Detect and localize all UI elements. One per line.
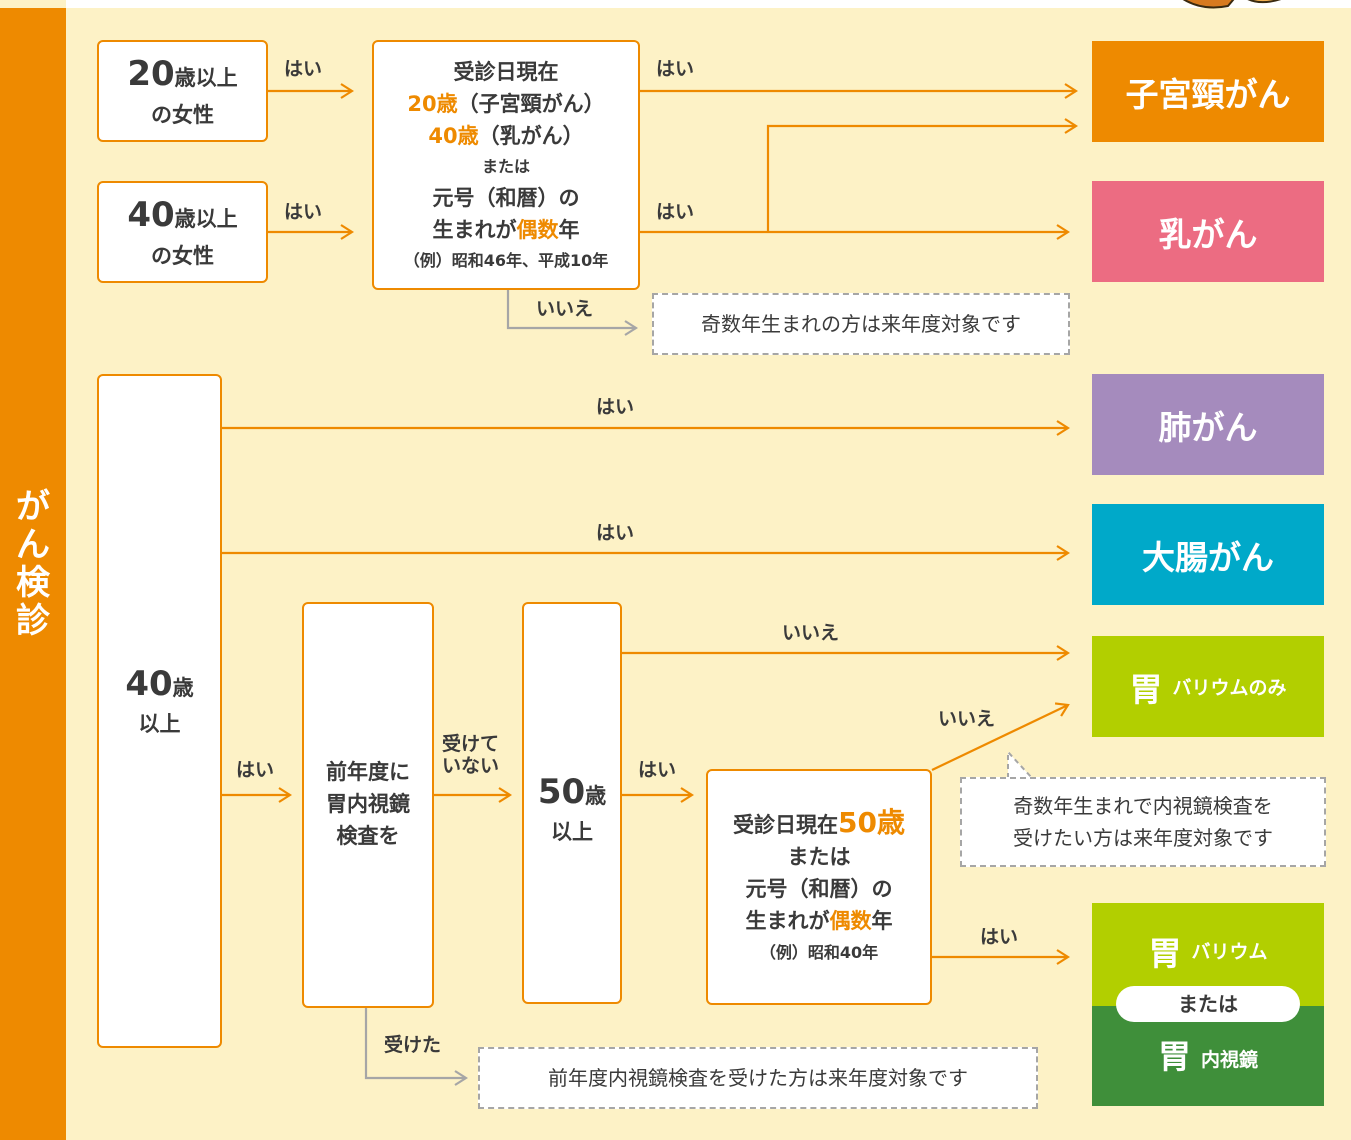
- prev-year-line2: 胃内視鏡: [326, 792, 410, 816]
- arrow-prev-year-received: [364, 1008, 466, 1078]
- result-cervical-label: 子宮頸がん: [1125, 74, 1291, 114]
- condition2-line1: 受診日現在: [733, 813, 839, 837]
- arrow-condition-no: [506, 290, 636, 328]
- label-yes-stomach: はい: [236, 759, 275, 781]
- label-no-condition2: いいえ: [938, 708, 996, 730]
- prev-year-endoscopy-box: 前年度に 胃内視鏡 検査を: [302, 602, 434, 1008]
- condition2-born-a: 生まれが: [745, 909, 830, 933]
- label-yes-age50: はい: [638, 759, 677, 781]
- condition1-example: （例）昭和46年、平成10年: [403, 251, 609, 270]
- result-colorectal-label: 大腸がん: [1142, 537, 1274, 577]
- age20-women-box: 20歳以上 の女性: [97, 40, 268, 142]
- result-stomach-barium-only: 胃バリウムのみ: [1092, 636, 1324, 737]
- label-not-received: 受けて いない: [442, 733, 500, 777]
- result-colorectal: 大腸がん: [1092, 504, 1324, 605]
- age40-women-box: 40歳以上 の女性: [97, 181, 268, 283]
- condition2-age50: 50歳: [838, 806, 905, 839]
- result-barium-only-main: 胃: [1129, 669, 1163, 709]
- label-no-1: いいえ: [536, 298, 594, 320]
- condition2-era: 元号（和暦）の: [745, 877, 893, 901]
- result-breast-label: 乳がん: [1158, 214, 1258, 254]
- condition-even-year-box: 受診日現在 20歳（子宮頸がん） 40歳（乳がん） または 元号（和暦）の 生ま…: [372, 40, 640, 290]
- age20-suffix: 歳以上: [174, 66, 238, 90]
- condition2-example: （例）昭和40年: [759, 943, 879, 962]
- label-yes-2: はい: [284, 201, 323, 223]
- age50-number: 50: [537, 772, 586, 812]
- condition2-even: 偶数: [829, 909, 872, 933]
- condition1-born-a: 生まれが: [432, 218, 517, 242]
- age50-line2: 以上: [551, 820, 593, 844]
- result-lung: 肺がん: [1092, 374, 1324, 475]
- condition1-or: または: [481, 157, 530, 176]
- result-lung-label: 肺がん: [1158, 407, 1258, 447]
- note-prev-endoscopy: 前年度内視鏡検査を受けた方は来年度対象です: [478, 1047, 1038, 1109]
- sidebar: [0, 8, 66, 1140]
- condition1-age20: 20歳: [407, 92, 458, 116]
- age40-suffix: 歳: [172, 676, 194, 700]
- mascot-illustration: [1182, 0, 1281, 9]
- result-breast: 乳がん: [1092, 181, 1324, 282]
- condition1-era: 元号（和暦）の: [432, 186, 580, 210]
- condition1-even: 偶数: [516, 218, 559, 242]
- top-strip: [66, 0, 1351, 8]
- label-yes-4: はい: [656, 201, 695, 223]
- age20-line2: の女性: [151, 103, 214, 127]
- result-barium-only-sub: バリウムのみ: [1172, 677, 1287, 699]
- age50-suffix: 歳: [585, 784, 607, 808]
- arrow-breast-branch-to-cervical: [766, 126, 1076, 232]
- label-received: 受けた: [384, 1034, 442, 1056]
- age40-line2: 以上: [138, 712, 181, 736]
- label-yes-3: はい: [656, 58, 695, 80]
- label-no-barium-only: いいえ: [782, 622, 840, 644]
- age20-number: 20: [127, 54, 175, 94]
- result-endoscopy-main: 胃: [1157, 1037, 1191, 1076]
- age40f-suffix: 歳以上: [174, 207, 238, 231]
- label-yes-colorectal: はい: [596, 522, 635, 544]
- note-odd-year-endoscopy: 奇数年生まれで内視鏡検査を 受けたい方は来年度対象です: [960, 777, 1326, 867]
- age50-box: 50歳 以上: [522, 602, 622, 1004]
- result-stomach-endoscopy: 胃内視鏡: [1092, 1006, 1324, 1106]
- age40-box: 40歳 以上: [97, 374, 222, 1048]
- result-cervical: 子宮頸がん: [1092, 41, 1324, 142]
- age40f-number: 40: [127, 195, 175, 235]
- result-barium-main: 胃: [1148, 934, 1182, 973]
- condition1-cervical: （子宮頸がん）: [457, 92, 605, 116]
- label-yes-condition2: はい: [980, 926, 1019, 948]
- condition2-year: 年: [871, 909, 893, 933]
- result-or-pill: または: [1116, 986, 1300, 1022]
- note-odd-year: 奇数年生まれの方は来年度対象です: [652, 293, 1070, 355]
- arrow-condition2-to-barium-only: [931, 705, 1068, 771]
- label-yes-lung: はい: [596, 396, 635, 418]
- sidebar-title: が ん 検 診: [16, 487, 50, 641]
- prev-year-line3: 検査を: [336, 824, 400, 848]
- condition1-year: 年: [558, 218, 580, 242]
- condition1-age40: 40歳: [428, 124, 479, 148]
- condition1-line1: 受診日現在: [453, 60, 559, 84]
- result-barium-sub: バリウム: [1191, 941, 1268, 963]
- condition-50-box: 受診日現在50歳 または 元号（和暦）の 生まれが偶数年 （例）昭和40年: [706, 769, 932, 1005]
- result-endoscopy-sub: 内視鏡: [1200, 1049, 1258, 1071]
- age40-number: 40: [125, 664, 173, 704]
- condition1-breast: （乳がん）: [478, 124, 584, 148]
- prev-year-line1: 前年度に: [326, 760, 410, 784]
- label-yes-1: はい: [284, 58, 323, 80]
- age40f-line2: の女性: [151, 244, 214, 268]
- condition2-or: または: [787, 845, 851, 869]
